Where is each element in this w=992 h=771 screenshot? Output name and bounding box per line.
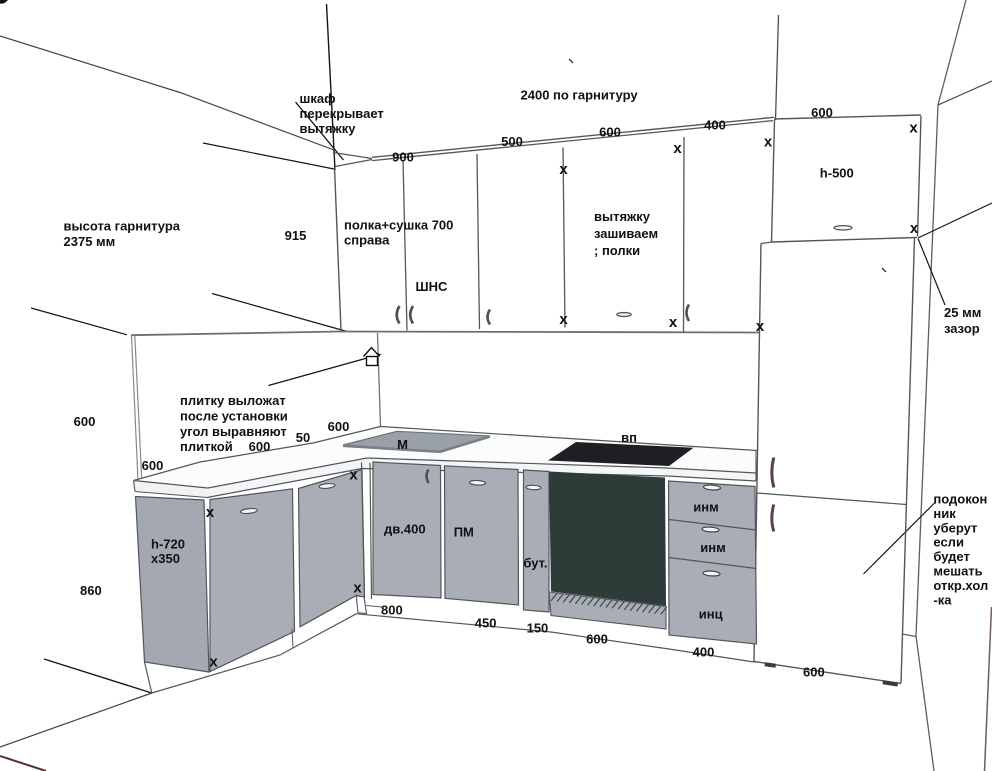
svg-text:600: 600: [74, 414, 96, 429]
svg-text:x: x: [764, 134, 773, 151]
svg-text:600: 600: [328, 419, 350, 434]
svg-text:600: 600: [586, 632, 608, 647]
svg-text:уберут: уберут: [933, 520, 977, 535]
svg-text:высота гарнитура: высота гарнитура: [64, 219, 181, 234]
svg-text:500: 500: [501, 134, 523, 149]
svg-text:справа: справа: [344, 233, 390, 248]
svg-text:вп: вп: [621, 430, 637, 445]
svg-text:-ка: -ка: [933, 592, 952, 607]
svg-text:h-500: h-500: [820, 166, 854, 181]
svg-text:400: 400: [704, 118, 726, 133]
svg-text:подокон: подокон: [933, 492, 987, 507]
svg-text:инм: инм: [700, 540, 725, 555]
svg-text:600: 600: [249, 439, 271, 454]
svg-text:ШНС: ШНС: [416, 279, 448, 294]
svg-text:150: 150: [527, 621, 549, 636]
svg-text:600: 600: [803, 665, 825, 680]
svg-text:x: x: [206, 504, 215, 521]
svg-text:М: М: [397, 437, 408, 452]
svg-text:перекрывает: перекрывает: [300, 106, 384, 121]
svg-text:x: x: [353, 580, 362, 597]
svg-text:2375 мм: 2375 мм: [64, 234, 116, 249]
svg-text:мешать: мешать: [933, 564, 982, 579]
svg-text:если: если: [933, 535, 964, 550]
svg-text:x: x: [559, 311, 568, 328]
svg-text:x: x: [756, 318, 765, 335]
svg-text:шкаф: шкаф: [300, 91, 336, 106]
svg-text:x: x: [209, 654, 218, 671]
svg-text:вытяжку: вытяжку: [594, 209, 651, 224]
svg-text:900: 900: [392, 150, 414, 165]
svg-text:плитку выложат: плитку выложат: [180, 393, 286, 408]
svg-text:будет: будет: [933, 549, 969, 564]
svg-text:ПМ: ПМ: [454, 525, 474, 540]
svg-text:; полки: ; полки: [594, 243, 640, 258]
svg-text:x350: x350: [151, 551, 180, 566]
svg-text:зашиваем: зашиваем: [594, 226, 658, 241]
svg-text:инм: инм: [693, 500, 718, 515]
svg-text:450: 450: [475, 616, 497, 631]
svg-text:600: 600: [142, 458, 164, 473]
svg-text:2400 по гарнитуру: 2400 по гарнитуру: [521, 88, 639, 103]
svg-text:x: x: [673, 140, 682, 157]
svg-text:полка+сушка 700: полка+сушка 700: [344, 218, 453, 233]
svg-text:800: 800: [381, 603, 403, 618]
svg-text:угол выравняют: угол выравняют: [180, 424, 287, 439]
svg-text:x: x: [349, 467, 358, 484]
svg-text:400: 400: [693, 645, 715, 660]
svg-text:915: 915: [285, 228, 307, 243]
svg-text:x: x: [910, 220, 919, 237]
svg-text:зазор: зазор: [944, 321, 980, 336]
svg-text:x: x: [909, 120, 918, 137]
svg-text:ник: ник: [933, 506, 956, 521]
svg-text:860: 860: [80, 583, 102, 598]
svg-text:50: 50: [296, 430, 310, 445]
svg-text:25 мм: 25 мм: [944, 305, 981, 320]
svg-text:дв.400: дв.400: [384, 522, 426, 537]
svg-text:плиткой: плиткой: [180, 439, 233, 454]
svg-text:600: 600: [811, 105, 833, 120]
svg-text:откр.хол: откр.хол: [933, 578, 988, 593]
svg-text:после установки: после установки: [180, 409, 288, 424]
svg-text:600: 600: [599, 125, 621, 140]
svg-text:x: x: [669, 314, 678, 331]
svg-text:вытяжку: вытяжку: [300, 121, 357, 136]
svg-text:h-720: h-720: [151, 537, 185, 552]
svg-text:инц: инц: [699, 607, 723, 622]
svg-text:x: x: [559, 161, 568, 178]
svg-text:бут.: бут.: [523, 556, 547, 571]
